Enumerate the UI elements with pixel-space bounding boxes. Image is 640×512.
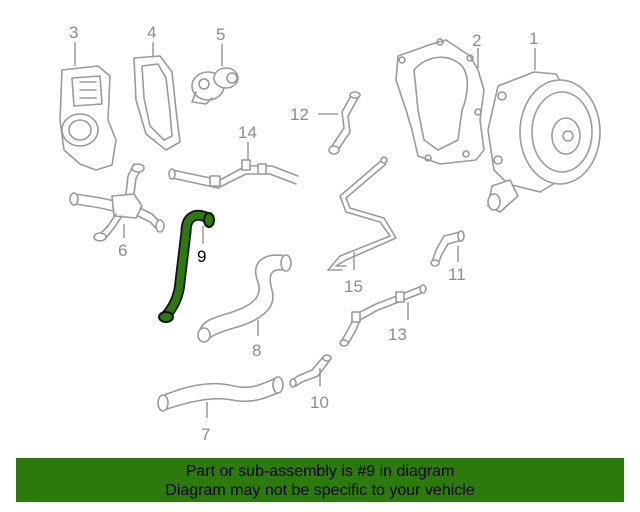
part-2-cover[interactable] [395,38,485,165]
callout-7[interactable]: 7 [201,425,210,444]
part-15-pipe[interactable] [327,156,397,271]
part-14-pipe[interactable] [168,159,299,189]
callout-3[interactable]: 3 [69,23,78,42]
callout-6[interactable]: 6 [118,241,127,260]
callout-2[interactable]: 2 [472,31,481,50]
callout-8[interactable]: 8 [252,341,261,360]
callout-9[interactable]: 9 [197,247,206,266]
callout-10[interactable]: 10 [310,393,329,412]
part-5-thermostat[interactable] [191,67,239,105]
banner-line-1: Part or sub-assembly is #9 in diagram [185,463,455,480]
part-13-pipe[interactable] [339,284,427,347]
part-11-hose[interactable] [430,230,465,267]
callout-14[interactable]: 14 [238,123,257,142]
part-4-gasket[interactable] [133,55,181,151]
part-10-hose[interactable] [289,354,332,388]
part-6-pipe[interactable] [69,163,165,242]
part-8-hose[interactable] [197,254,292,343]
callout-5[interactable]: 5 [216,25,225,44]
part-9-hose[interactable] [158,209,215,323]
callout-13[interactable]: 13 [388,325,407,344]
parts-diagram: 3 4 5 6 9 [59,23,601,444]
part-3-housing[interactable] [59,65,117,171]
part-12-hose[interactable] [328,91,361,155]
callout-12[interactable]: 12 [290,105,309,124]
callout-11[interactable]: 11 [448,265,466,284]
callout-1[interactable]: 1 [529,29,538,48]
part-7-hose[interactable] [157,376,284,412]
callout-15[interactable]: 15 [344,277,363,296]
callout-4[interactable]: 4 [147,23,156,42]
info-banner: Part or sub-assembly is #9 in diagram Di… [16,458,624,502]
part-1-pump[interactable] [487,71,601,213]
banner-line-2: Diagram may not be specific to your vehi… [165,482,475,499]
